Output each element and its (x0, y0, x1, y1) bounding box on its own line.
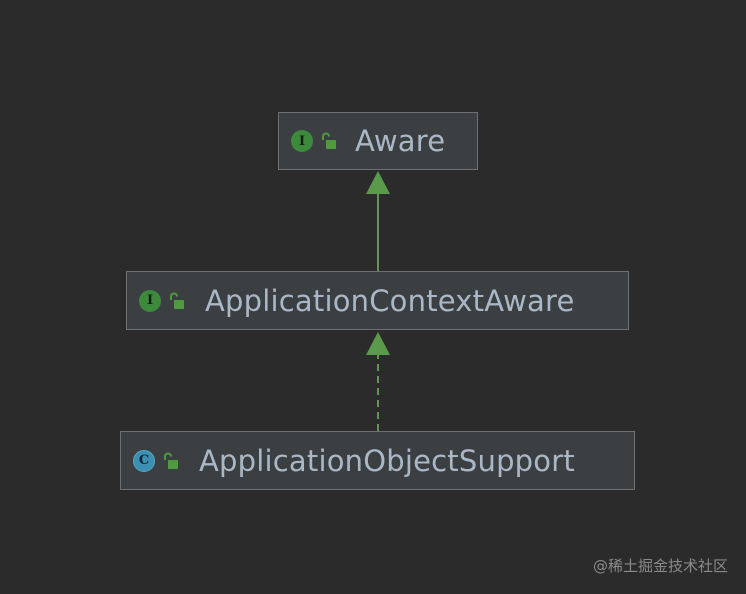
unlocked-padlock-icon (164, 452, 178, 469)
interface-icon: I (291, 130, 313, 152)
unlocked-padlock-icon (322, 132, 336, 149)
class-icon: C (133, 449, 155, 472)
node-application-object-support[interactable]: C ApplicationObjectSupport (120, 431, 635, 490)
interface-icon: I (139, 289, 161, 312)
extends-arrowhead (366, 171, 390, 194)
node-label: ApplicationContextAware (205, 283, 575, 318)
node-aware[interactable]: I Aware (278, 112, 478, 170)
implements-arrowhead (366, 332, 390, 355)
unlocked-padlock-icon (170, 292, 184, 309)
watermark: @稀土掘金技术社区 (592, 557, 728, 575)
node-label: ApplicationObjectSupport (199, 443, 575, 478)
node-application-context-aware[interactable]: I ApplicationContextAware (126, 271, 629, 330)
node-label: Aware (355, 124, 446, 158)
